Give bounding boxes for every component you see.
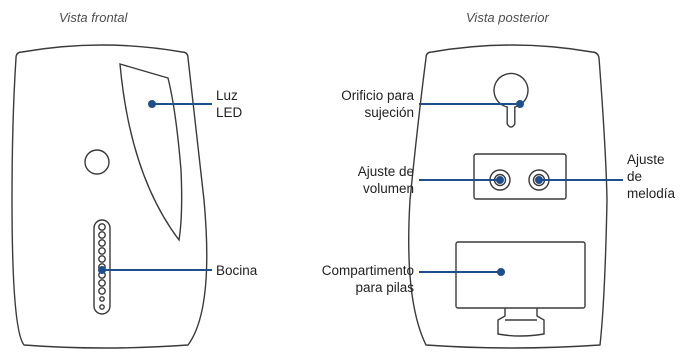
label-led: Luz LED — [216, 88, 243, 120]
speaker-grill-hole — [98, 255, 106, 263]
speaker-grill-hole — [98, 223, 106, 231]
control-panel — [473, 153, 567, 200]
mount-hole — [493, 72, 529, 128]
speaker-grill-hole — [98, 231, 106, 239]
speaker-grill — [93, 219, 111, 315]
back-body-outline — [408, 44, 608, 349]
front-view-title: Vista frontal — [59, 10, 128, 25]
back-view — [408, 44, 608, 349]
callouts — [98, 100, 623, 276]
front-body-outline — [11, 44, 208, 349]
speaker-grill-hole — [99, 304, 105, 310]
front-led-window — [119, 63, 183, 242]
callout-dot-led — [148, 100, 156, 108]
label-volume: Ajuste de volumen — [357, 164, 414, 196]
callout-dot-melody — [535, 176, 543, 184]
speaker-grill-hole — [98, 279, 106, 287]
callout-dot-speaker — [98, 266, 106, 274]
battery-compartment — [455, 241, 586, 309]
label-speaker: Bocina — [216, 263, 258, 278]
front-button — [84, 149, 110, 175]
label-melody: Ajuste de melodía — [627, 152, 676, 201]
speaker-grill-hole — [98, 287, 106, 295]
callout-dot-mount — [516, 100, 524, 108]
label-battery: Compartimento para pilas — [321, 263, 414, 295]
back-view-title: Vista posterior — [466, 10, 549, 25]
speaker-grill-hole — [99, 296, 105, 302]
speaker-grill-hole — [98, 239, 106, 247]
label-mount-hole: Orificio para sujeción — [341, 88, 414, 120]
callout-dot-volume — [496, 176, 504, 184]
battery-latch — [497, 308, 545, 337]
speaker-grill-hole — [98, 247, 106, 255]
front-view — [11, 44, 208, 349]
callout-dot-battery — [497, 268, 505, 276]
